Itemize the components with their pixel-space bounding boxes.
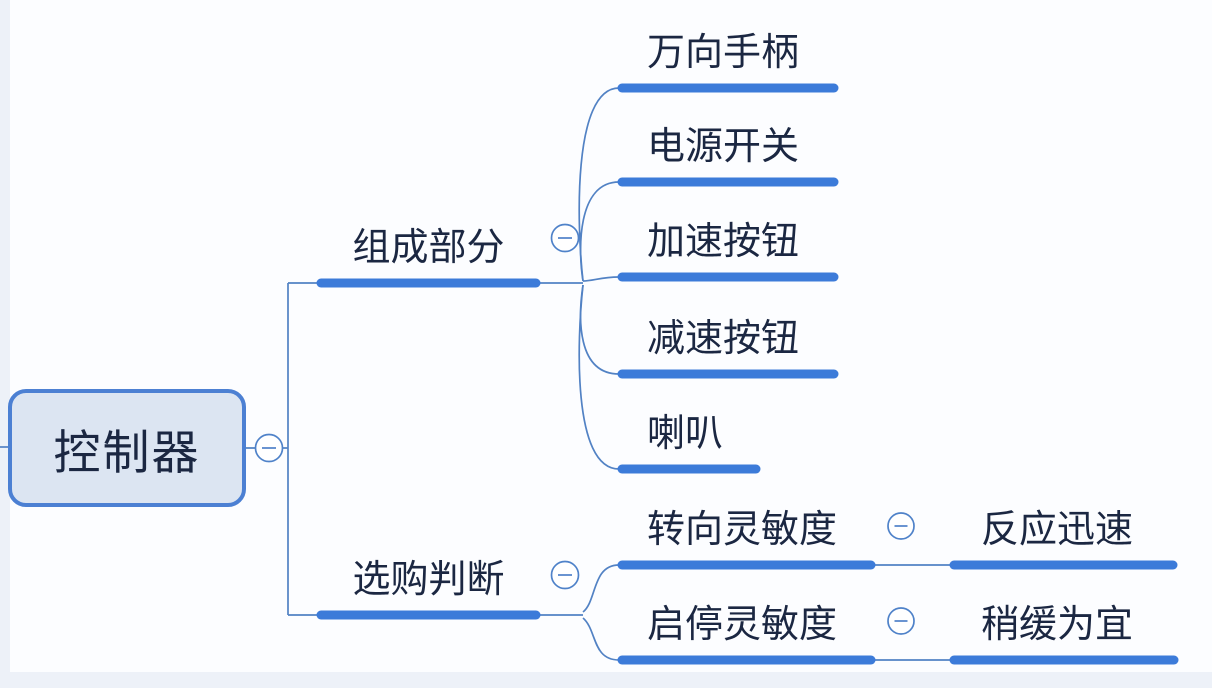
minus-circle-icon-components[interactable] [550, 223, 580, 253]
root-node-controller[interactable]: 控制器 [8, 389, 246, 507]
node-quick-response[interactable]: 反应迅速 [981, 509, 1134, 551]
node-bars [316, 83, 1179, 665]
mindmap-canvas [10, 0, 1212, 672]
branch-node-components[interactable]: 组成部分 [352, 227, 505, 269]
curve-branch0-child2 [582, 276, 620, 282]
node-universal-handle[interactable]: 万向手柄 [647, 32, 800, 74]
node-slower-better[interactable]: 稍缓为宜 [981, 604, 1134, 646]
curve-branch0-child3 [579, 284, 620, 375]
minus-circle-icon-steering[interactable] [887, 512, 915, 540]
node-steering-sensitivity[interactable]: 转向灵敏度 [647, 509, 838, 551]
branch-node-purchase[interactable]: 选购判断 [352, 559, 505, 601]
minus-circle-icon-startstop[interactable] [887, 607, 915, 635]
node-horn[interactable]: 喇叭 [647, 413, 724, 455]
root-node-label: 控制器 [53, 425, 201, 479]
curve-branch0-child1 [579, 181, 620, 282]
node-accelerate-button[interactable]: 加速按钮 [647, 221, 800, 263]
node-decelerate-button[interactable]: 减速按钮 [647, 318, 800, 360]
minus-circle-icon-root[interactable] [254, 433, 284, 463]
curve-branch0-child0 [578, 87, 620, 282]
minus-circle-icon-purchase[interactable] [550, 560, 580, 590]
collapse-icons [254, 223, 915, 635]
curve-branch1-child1 [582, 617, 620, 661]
node-power-switch[interactable]: 电源开关 [647, 126, 800, 168]
curve-branch1-child0 [582, 564, 620, 613]
curve-branch0-child4 [578, 284, 620, 470]
node-startstop-sensitivity[interactable]: 启停灵敏度 [647, 604, 838, 646]
